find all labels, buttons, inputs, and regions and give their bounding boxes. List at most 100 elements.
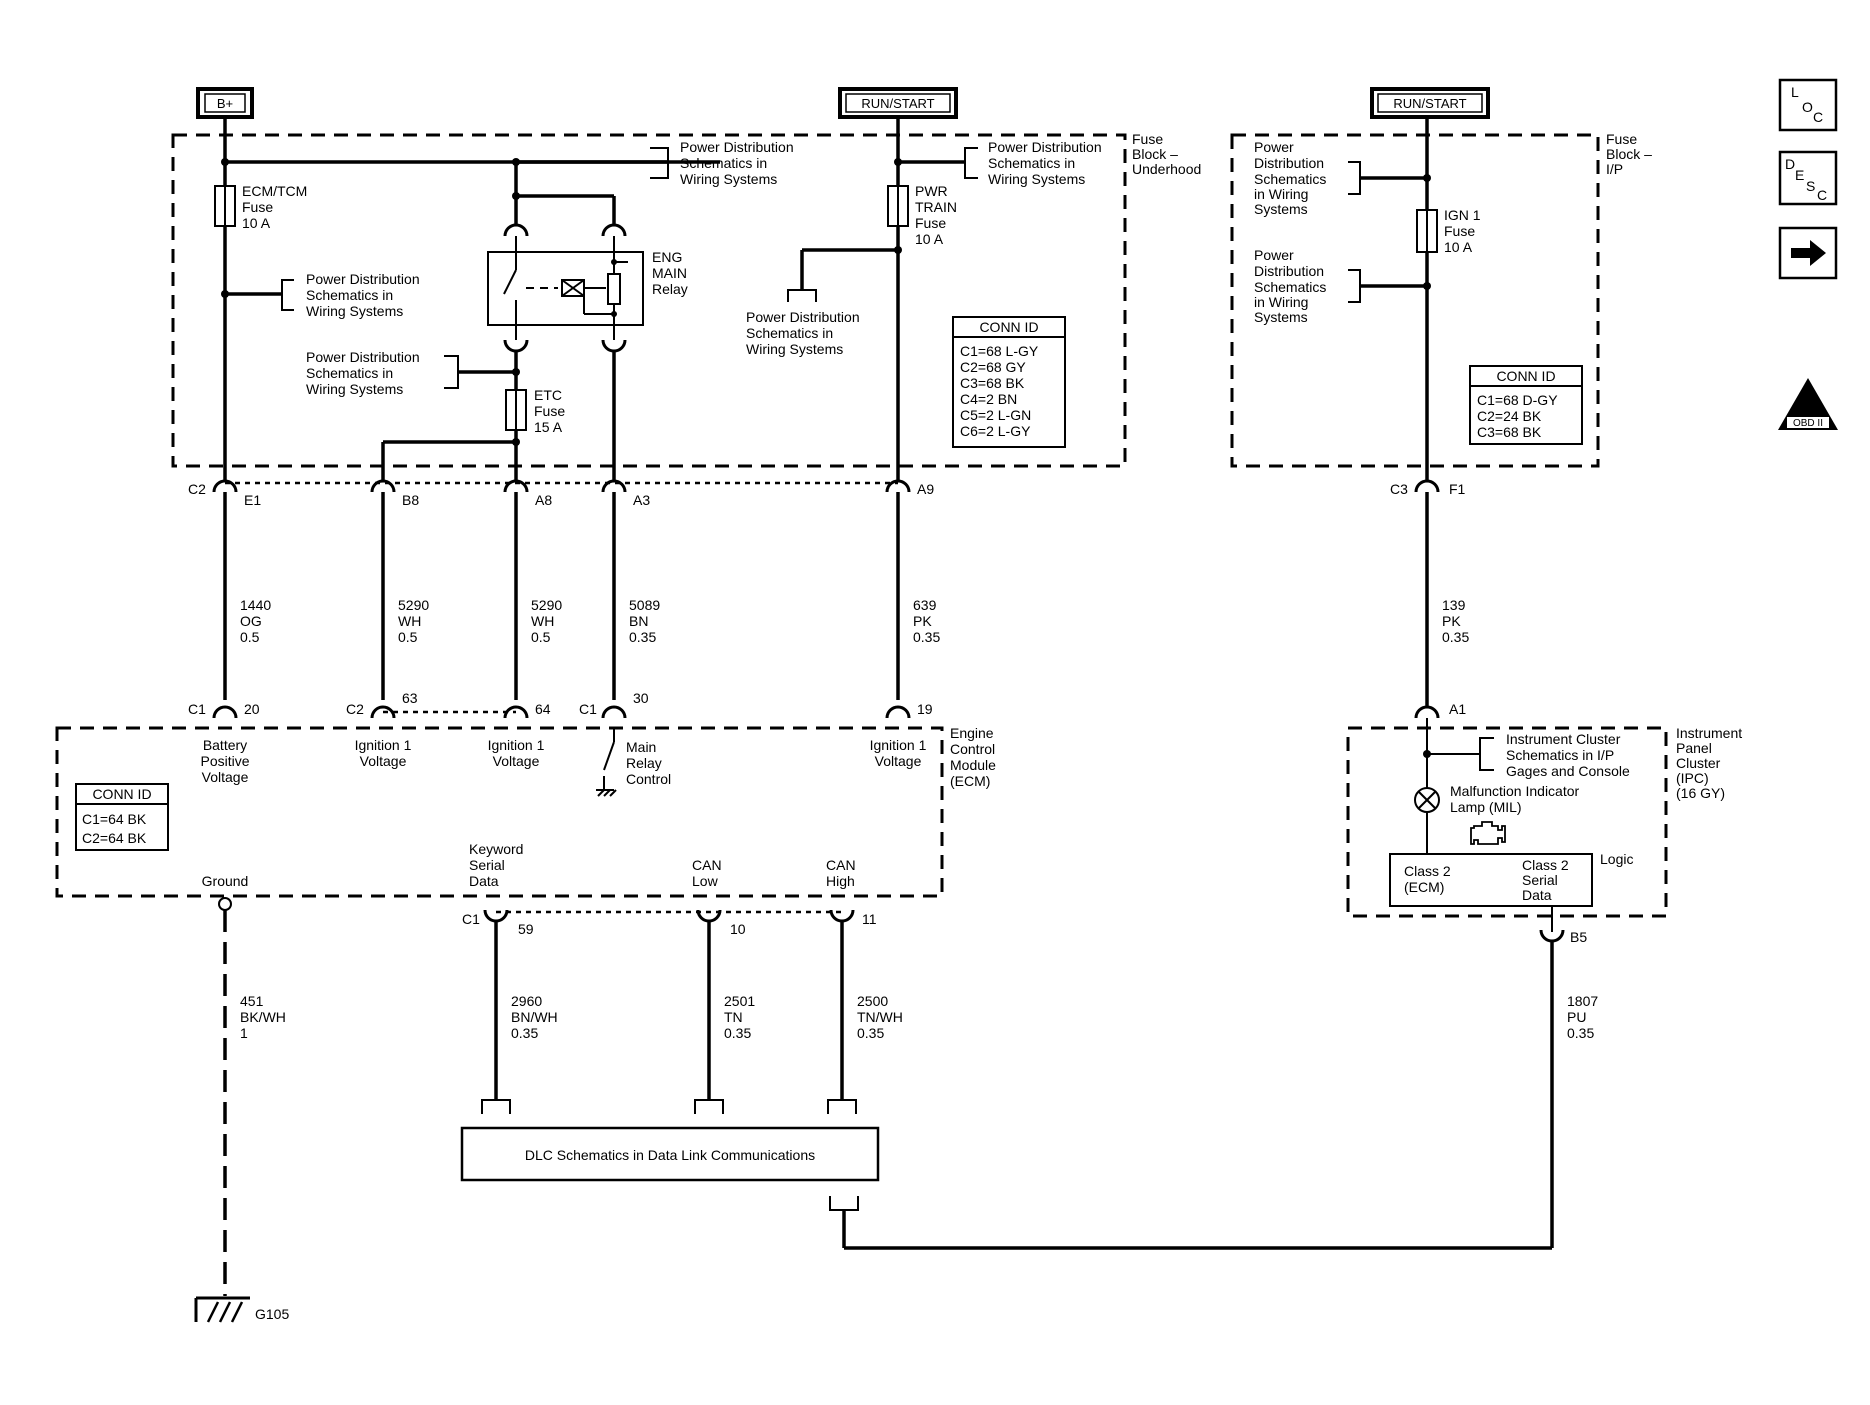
wire-639: 639 PK 0.35 — [913, 597, 940, 645]
etc-fuse: ETC Fuse 15 A — [505, 387, 565, 435]
ecm-bottom-pin-row: C1 59 10 11 — [462, 909, 877, 937]
wire-139: 139 PK 0.35 — [1442, 597, 1469, 645]
svg-text:D: D — [1785, 156, 1795, 172]
svg-text:Fuse: Fuse — [242, 199, 273, 215]
svg-text:Ignition 1: Ignition 1 — [870, 737, 927, 753]
svg-text:Relay: Relay — [652, 281, 688, 297]
svg-text:Schematics: Schematics — [1254, 171, 1326, 187]
svg-text:WH: WH — [531, 613, 554, 629]
svg-text:0.35: 0.35 — [724, 1025, 751, 1041]
obd-ii-icon[interactable]: II OBD II — [1778, 378, 1838, 430]
svg-text:Power: Power — [1254, 139, 1294, 155]
svg-text:10 A: 10 A — [1444, 239, 1473, 255]
svg-text:Schematics in: Schematics in — [306, 365, 393, 381]
svg-text:Lamp (MIL): Lamp (MIL) — [1450, 799, 1522, 815]
wire-1807: 1807 PU 0.35 — [1567, 993, 1598, 1041]
svg-text:0.35: 0.35 — [857, 1025, 884, 1041]
svg-text:CONN ID: CONN ID — [92, 786, 151, 802]
svg-text:Fuse: Fuse — [1132, 131, 1163, 147]
svg-text:I/P: I/P — [1606, 161, 1623, 177]
svg-text:Distribution: Distribution — [1254, 263, 1324, 279]
svg-text:CONN ID: CONN ID — [979, 319, 1038, 335]
svg-text:C2=24 BK: C2=24 BK — [1477, 408, 1542, 424]
ecm-tcm-fuse: ECM/TCM Fuse 10 A — [214, 183, 307, 231]
ecm-ground-label: Ground — [202, 873, 249, 889]
svg-text:C6=2 L-GY: C6=2 L-GY — [960, 423, 1031, 439]
svg-text:Schematics: Schematics — [1254, 279, 1326, 295]
svg-text:C1: C1 — [188, 701, 206, 717]
pd-ref-ip-lower: Power Distribution Schematics in Wiring … — [1254, 247, 1361, 325]
svg-text:Positive: Positive — [200, 753, 249, 769]
conn-id-table-ip: CONN ID C1=68 D-GY C2=24 BK C3=68 BK — [1469, 365, 1583, 445]
svg-text:Module: Module — [950, 757, 996, 773]
svg-text:15 A: 15 A — [534, 419, 563, 435]
svg-text:Voltage: Voltage — [875, 753, 922, 769]
svg-text:Power Distribution: Power Distribution — [988, 139, 1102, 155]
eng-main-relay: ENG MAIN Relay — [487, 223, 688, 353]
wire-5290-b: 5290 WH 0.5 — [531, 597, 562, 645]
svg-text:L: L — [1791, 84, 1799, 100]
ipc-ref-instrument-cluster: Instrument Cluster Schematics in I/P Gag… — [1479, 731, 1630, 779]
svg-text:Wiring Systems: Wiring Systems — [680, 171, 777, 187]
svg-text:Ignition 1: Ignition 1 — [488, 737, 545, 753]
pd-ref-left-mid: Power Distribution Schematics in Wiring … — [281, 271, 420, 319]
svg-text:Control: Control — [626, 771, 671, 787]
wire-2500: 2500 TN/WH 0.35 — [857, 993, 903, 1041]
ground-g105: G105 — [194, 1296, 289, 1323]
svg-text:ETC: ETC — [534, 387, 562, 403]
svg-text:TN/WH: TN/WH — [857, 1009, 903, 1025]
svg-text:CAN: CAN — [826, 857, 856, 873]
ecm-keyword-serial-label: Keyword Serial Data — [469, 841, 523, 889]
svg-text:ECM/TCM: ECM/TCM — [242, 183, 307, 199]
svg-text:CAN: CAN — [692, 857, 722, 873]
wire-5290-a: 5290 WH 0.5 — [398, 597, 429, 645]
svg-text:Systems: Systems — [1254, 201, 1308, 217]
svg-text:A9: A9 — [917, 481, 934, 497]
svg-text:Power: Power — [1254, 247, 1294, 263]
svg-text:E: E — [1795, 167, 1804, 183]
svg-text:2500: 2500 — [857, 993, 888, 1009]
svg-text:MAIN: MAIN — [652, 265, 687, 281]
svg-text:Cluster: Cluster — [1676, 755, 1721, 771]
svg-text:Gages and Console: Gages and Console — [1506, 763, 1630, 779]
next-arrow-icon[interactable] — [1778, 226, 1838, 280]
svg-text:Wiring Systems: Wiring Systems — [306, 381, 403, 397]
svg-text:OG: OG — [240, 613, 262, 629]
svg-text:Data: Data — [1522, 887, 1552, 903]
svg-text:Block –: Block – — [1132, 146, 1178, 162]
svg-text:(IPC): (IPC) — [1676, 770, 1709, 786]
desc-icon[interactable]: D E S C — [1778, 150, 1838, 206]
b-plus-bus — [221, 117, 720, 225]
wire-2960: 2960 BN/WH 0.35 — [511, 993, 558, 1041]
svg-text:451: 451 — [240, 993, 264, 1009]
ecm-ignition-voltage-a-label: Ignition 1 Voltage — [355, 737, 412, 769]
svg-text:0.35: 0.35 — [511, 1025, 538, 1041]
svg-text:20: 20 — [244, 701, 260, 717]
svg-text:5290: 5290 — [398, 597, 429, 613]
svg-text:0.35: 0.35 — [1567, 1025, 1594, 1041]
engine-check-icon — [1470, 821, 1506, 845]
svg-text:Control: Control — [950, 741, 995, 757]
svg-text:Instrument: Instrument — [1676, 725, 1742, 741]
svg-text:C: C — [1817, 187, 1827, 203]
svg-text:Schematics in I/P: Schematics in I/P — [1506, 747, 1614, 763]
ground-wire — [218, 897, 232, 1296]
svg-text:C3: C3 — [1390, 481, 1408, 497]
svg-text:1: 1 — [240, 1025, 248, 1041]
svg-text:C2: C2 — [188, 481, 206, 497]
loc-icon[interactable]: L O C — [1778, 78, 1838, 132]
svg-text:639: 639 — [913, 597, 937, 613]
svg-text:Wiring Systems: Wiring Systems — [988, 171, 1085, 187]
svg-text:Engine: Engine — [950, 725, 994, 741]
svg-text:TRAIN: TRAIN — [915, 199, 957, 215]
svg-text:High: High — [826, 873, 855, 889]
svg-text:C1=68 D-GY: C1=68 D-GY — [1477, 392, 1558, 408]
svg-text:Class 2: Class 2 — [1522, 857, 1569, 873]
svg-text:Distribution: Distribution — [1254, 155, 1324, 171]
svg-text:C1: C1 — [579, 701, 597, 717]
dlc-reference-box[interactable]: DLC Schematics in Data Link Communicatio… — [460, 1126, 880, 1182]
b-plus-source: B+ — [196, 87, 254, 119]
svg-text:10 A: 10 A — [915, 231, 944, 247]
svg-text:in Wiring: in Wiring — [1254, 186, 1308, 202]
